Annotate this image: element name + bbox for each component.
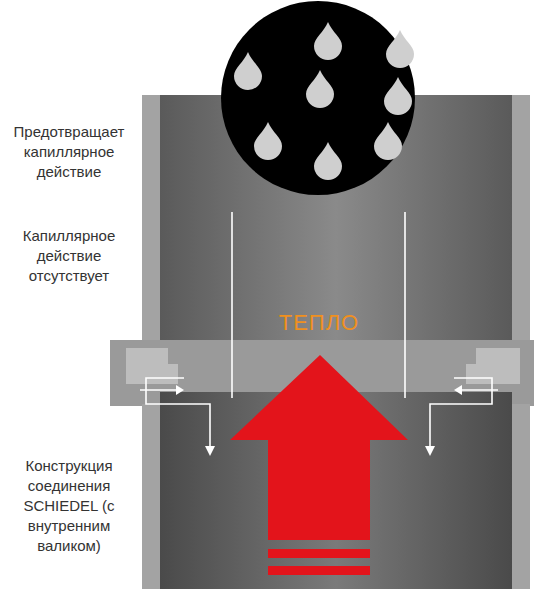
rain-drop: [254, 122, 282, 160]
rain-drop: [384, 77, 412, 115]
rain-drop: [314, 142, 342, 180]
rain-drops: [234, 22, 414, 180]
callout-label: Конструкция соединения SCHIEDEL (с внутр…: [2, 456, 136, 556]
rain-drop: [386, 30, 414, 68]
callout-label: Капиллярное действие отсутствует: [2, 226, 136, 286]
heat-bar: [268, 566, 370, 575]
rain-drop: [374, 122, 402, 160]
heat-label: ТЕПЛО: [258, 310, 380, 336]
rain-drop: [306, 70, 334, 108]
heat-bar: [268, 549, 370, 558]
callout-label: Предотвращает капиллярное действие: [2, 122, 136, 182]
rain-drop: [314, 22, 342, 60]
heat-arrow: [230, 355, 408, 540]
rain-circle: [221, 1, 415, 195]
rain-drop: [234, 52, 262, 90]
